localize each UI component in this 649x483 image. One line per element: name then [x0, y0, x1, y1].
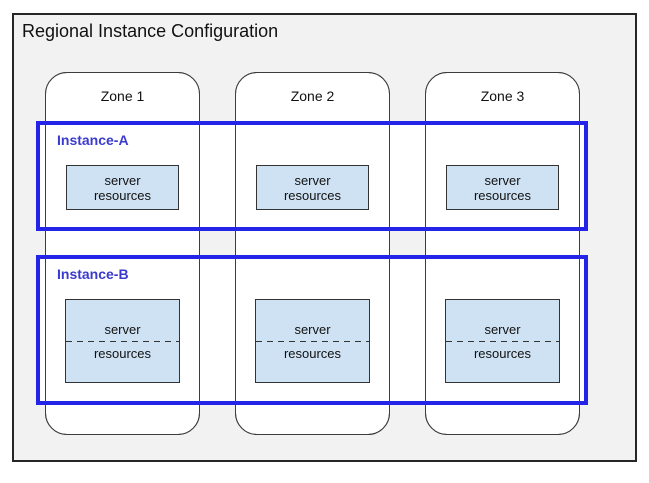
server-text-line2: resources — [283, 345, 342, 361]
server-resources-box: server resources — [66, 165, 179, 210]
server-resources-box: server resources — [255, 299, 370, 383]
server-text-line1: server — [104, 321, 141, 337]
server-text-line2: resources — [93, 187, 152, 203]
zone-1-label: Zone 1 — [100, 88, 145, 104]
dashed-divider — [66, 340, 179, 342]
dashed-divider — [256, 340, 369, 342]
server-text-line2: resources — [473, 345, 532, 361]
server-text-line2: resources — [283, 187, 342, 203]
server-text-line1: server — [294, 321, 331, 337]
server-resources-box: server resources — [256, 165, 369, 210]
server-text-line2: resources — [473, 187, 532, 203]
instance-b-label: Instance-B — [57, 266, 129, 282]
dashed-divider — [446, 340, 559, 342]
server-text-line1: server — [294, 172, 331, 188]
server-text-line2: resources — [93, 345, 152, 361]
zone-3-label: Zone 3 — [480, 88, 525, 104]
server-resources-box: server resources — [446, 165, 559, 210]
server-resources-box: server resources — [65, 299, 180, 383]
diagram-title: Regional Instance Configuration — [22, 21, 279, 41]
server-text-line1: server — [484, 321, 521, 337]
zone-2-label: Zone 2 — [290, 88, 335, 104]
server-resources-box: server resources — [445, 299, 560, 383]
instance-a-label: Instance-A — [57, 132, 129, 148]
server-text-line1: server — [104, 172, 141, 188]
server-text-line1: server — [484, 172, 521, 188]
